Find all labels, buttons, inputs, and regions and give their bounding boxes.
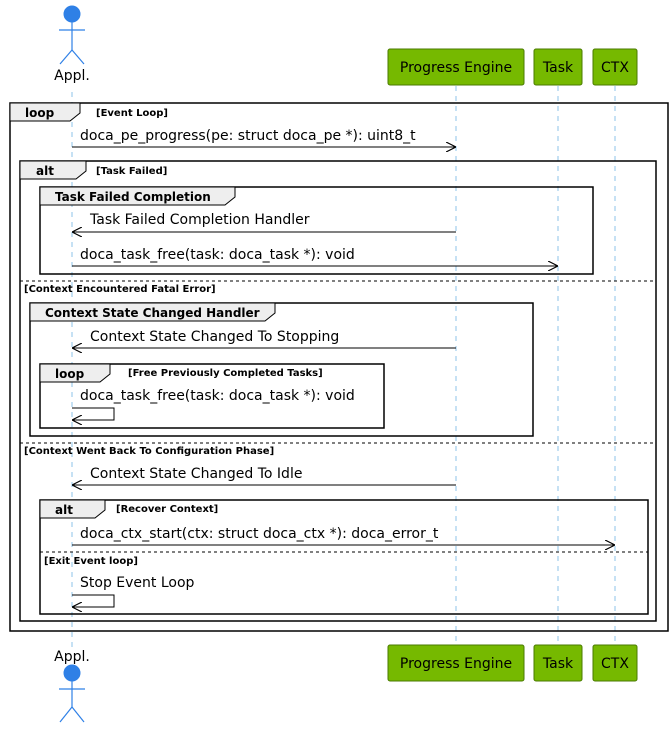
participant-label-ctx: CTX <box>601 60 629 76</box>
actor-head-icon <box>63 664 81 682</box>
message-label: Task Failed Completion Handler <box>89 212 310 228</box>
participant-label-progress-engine: Progress Engine <box>400 60 512 76</box>
else-fatal-error: [Context Encountered Fatal Error] <box>20 280 656 295</box>
fragment-guard: [Exit Event loop] <box>44 556 138 567</box>
fragment-keyword: loop <box>25 106 55 120</box>
fragment-guard: [Task Failed] <box>96 166 167 177</box>
actor-label-appl: Appl. <box>54 649 90 665</box>
message-label: doca_ctx_start(ctx: struct doca_ctx *): … <box>80 526 439 542</box>
participant-task-bottom: Task <box>533 644 583 682</box>
fragment-keyword: alt <box>36 164 54 178</box>
message-context-state-changed-stopping: Context State Changed To Stopping <box>72 329 456 348</box>
fragment-guard: [Context Went Back To Configuration Phas… <box>24 446 274 457</box>
fragment-alt-task-failed: alt [Task Failed] <box>19 160 657 622</box>
participant-label-task: Task <box>542 656 574 672</box>
fragment-guard: [Context Encountered Fatal Error] <box>24 284 216 295</box>
group-task-failed-completion: Task Failed Completion <box>39 186 594 275</box>
actor-appl-bottom: Appl. <box>54 649 90 723</box>
group-title: Context State Changed Handler <box>45 306 260 320</box>
message-label: doca_task_free(task: doca_task *): void <box>80 388 355 404</box>
actor-head-icon <box>63 5 81 23</box>
message-context-state-changed-idle: Context State Changed To Idle <box>72 466 456 485</box>
fragment-loop-free-tasks: loop [Free Previously Completed Tasks] <box>39 363 385 429</box>
message-stop-event-loop: Stop Event Loop <box>72 575 195 607</box>
participant-progress-engine-bottom: Progress Engine <box>387 644 525 682</box>
fragment-keyword: alt <box>55 503 73 517</box>
message-task-free-2: doca_task_free(task: doca_task *): void <box>72 388 355 420</box>
fragment-alt-recover-context: alt [Recover Context] <box>39 499 649 615</box>
group-context-state-changed-handler: Context State Changed Handler <box>29 302 534 437</box>
message-ctx-start: doca_ctx_start(ctx: struct doca_ctx *): … <box>72 526 615 545</box>
message-task-failed-completion-handler: Task Failed Completion Handler <box>72 212 456 232</box>
group-title: Task Failed Completion <box>55 190 211 204</box>
fragment-guard: [Free Previously Completed Tasks] <box>128 368 323 379</box>
fragment-guard: [Recover Context] <box>116 504 218 515</box>
actor-appl-top: Appl. <box>54 5 90 84</box>
fragment-guard: [Event Loop] <box>96 108 168 119</box>
actor-label-appl: Appl. <box>54 68 90 84</box>
else-exit-event-loop: [Exit Event loop] <box>40 551 648 567</box>
fragment-loop-event-loop: loop [Event Loop] <box>9 102 669 632</box>
participant-ctx-bottom: CTX <box>592 644 638 682</box>
participant-label-ctx: CTX <box>601 656 629 672</box>
else-config-phase: [Context Went Back To Configuration Phas… <box>20 442 656 457</box>
message-task-free-1: doca_task_free(task: doca_task *): void <box>72 247 558 266</box>
participant-ctx-top: CTX <box>592 48 638 86</box>
participant-label-progress-engine: Progress Engine <box>400 656 512 672</box>
message-label: doca_pe_progress(pe: struct doca_pe *): … <box>80 128 416 144</box>
message-label: Stop Event Loop <box>80 575 195 591</box>
message-label: Context State Changed To Idle <box>90 466 302 482</box>
participant-task-top: Task <box>533 48 583 86</box>
message-label: doca_task_free(task: doca_task *): void <box>80 247 355 263</box>
message-label: Context State Changed To Stopping <box>90 329 339 345</box>
participant-progress-engine-top: Progress Engine <box>387 48 525 86</box>
fragment-keyword: loop <box>55 367 85 381</box>
participant-label-task: Task <box>542 60 574 76</box>
message-pe-progress: doca_pe_progress(pe: struct doca_pe *): … <box>72 128 456 147</box>
